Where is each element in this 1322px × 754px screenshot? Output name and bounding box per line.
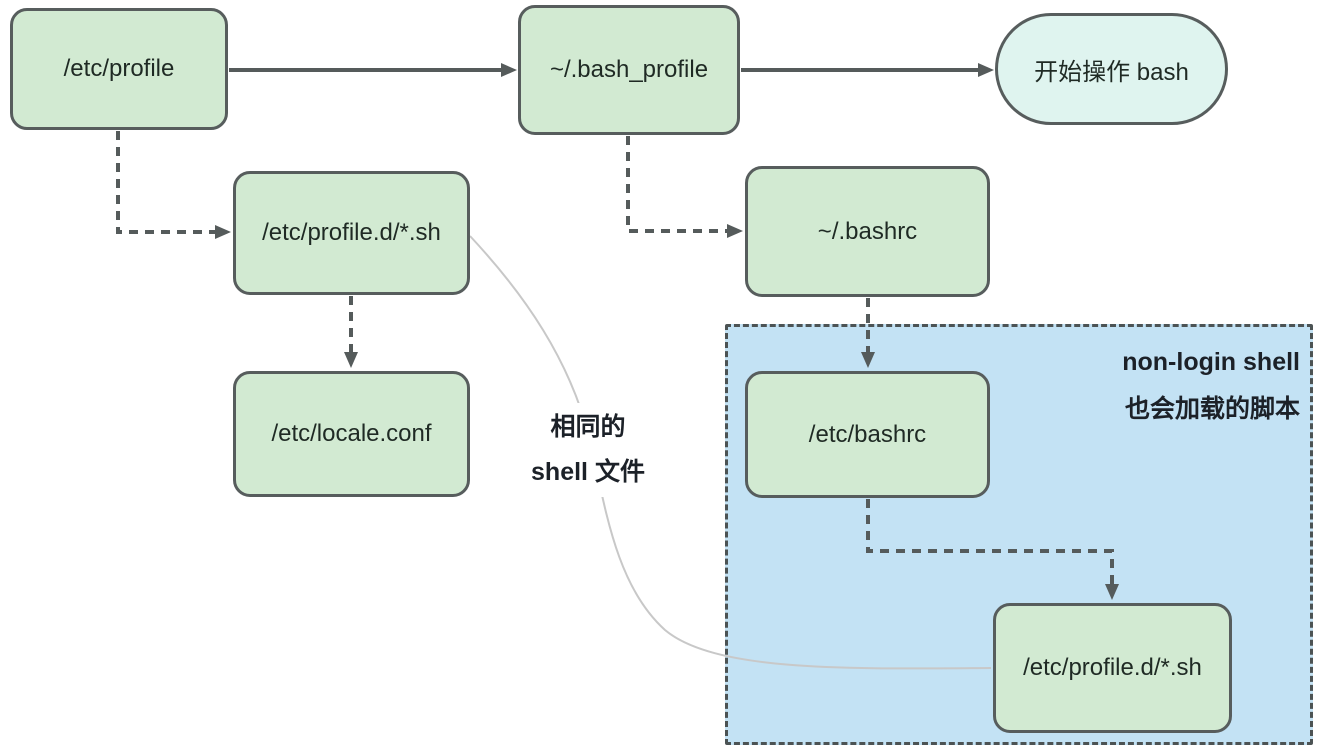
node-etc-profile-d-bottom: /etc/profile.d/*.sh xyxy=(993,603,1232,733)
node-bash-profile: ~/.bash_profile xyxy=(518,5,740,135)
edge-etc-bashrc-to-etc-profile-d-bottom xyxy=(866,499,1119,600)
non-login-shell-group-label: non-login shell 也会加载的脚本 xyxy=(1122,339,1300,433)
edge-bash-profile-to-user-bashrc xyxy=(626,136,743,238)
node-etc-profile-d-top: /etc/profile.d/*.sh xyxy=(233,171,470,295)
node-start-bash: 开始操作 bash xyxy=(995,13,1228,125)
group-label-line2: 也会加载的脚本 xyxy=(1124,395,1300,423)
group-label-line1: non-login shell xyxy=(1122,348,1300,376)
node-etc-profile: /etc/profile xyxy=(10,8,228,130)
node-etc-locale-conf: /etc/locale.conf xyxy=(233,371,470,497)
edge-label-line1: 相同的 xyxy=(550,413,626,441)
node-etc-bashrc: /etc/bashrc xyxy=(745,371,990,498)
edge-etc-profile-to-etc-profile-d xyxy=(116,131,231,239)
node-user-bashrc: ~/.bashrc xyxy=(745,166,990,297)
edge-label-line2: shell 文件 xyxy=(531,458,645,486)
edge-same-shell-file-curve xyxy=(469,235,992,670)
edge-label-same-shell-file: 相同的 shell 文件 xyxy=(513,403,663,497)
